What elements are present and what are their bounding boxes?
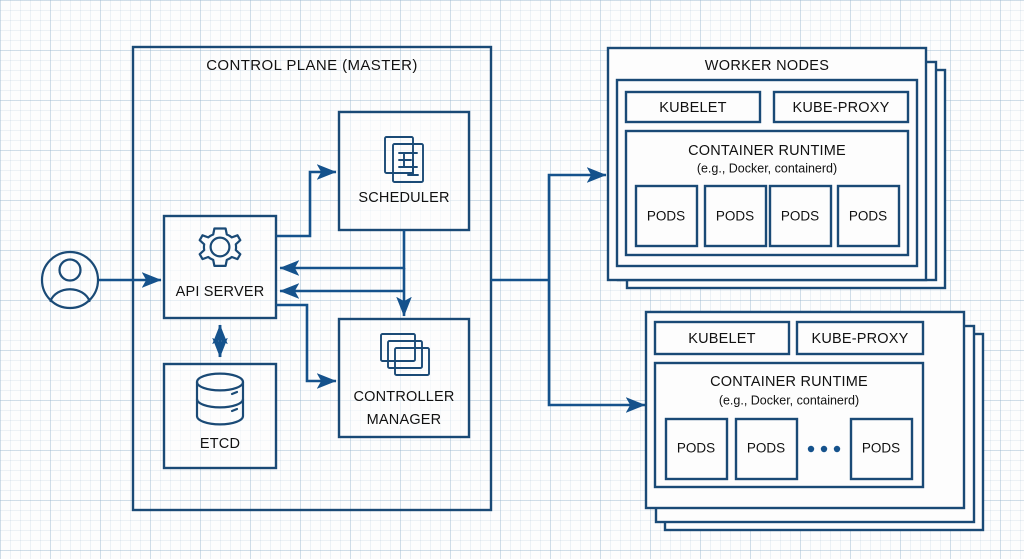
connector-api-server-to-scheduler: [276, 164, 337, 238]
pod-box[interactable]: PODS: [734, 417, 799, 481]
kube-proxy-label: KUBE-PROXY: [792, 100, 889, 116]
pod-label: PODS: [677, 441, 715, 456]
container-runtime-title: CONTAINER RUNTIME: [688, 143, 846, 159]
controller-manager-label-line2: MANAGER: [367, 412, 442, 428]
etcd-label: ETCD: [200, 436, 240, 452]
pods-ellipsis: [807, 445, 841, 453]
container-runtime-box-top[interactable]: CONTAINER RUNTIME (e.g., Docker, contain…: [624, 129, 910, 257]
pod-box[interactable]: PODS: [849, 417, 914, 481]
kube-proxy-box-top[interactable]: KUBE-PROXY: [772, 90, 910, 124]
connector-api-server-to-controller-manager-side: [276, 303, 337, 389]
worker-node-inner-frame: [615, 78, 919, 268]
worker-nodes-title: WORKER NODES: [705, 58, 829, 74]
api-server-label: API SERVER: [176, 284, 265, 300]
worker-node-group-top[interactable]: WORKER NODES KUBELET KUBE-PROXY CONTAINE…: [606, 46, 947, 290]
pod-label: PODS: [716, 209, 754, 224]
pod-box[interactable]: PODS: [836, 184, 901, 248]
user-icon: [40, 250, 100, 310]
api-server-node[interactable]: API SERVER: [162, 214, 278, 320]
documents-icon: [384, 136, 424, 183]
kubelet-label: KUBELET: [659, 100, 726, 116]
kube-proxy-box-bottom[interactable]: KUBE-PROXY: [795, 320, 925, 356]
controller-manager-node[interactable]: CONTROLLER MANAGER: [337, 317, 471, 439]
pod-box[interactable]: PODS: [634, 184, 699, 248]
database-icon: [195, 372, 245, 426]
container-runtime-subtitle: (e.g., Docker, containerd): [719, 393, 859, 407]
scheduler-label: SCHEDULER: [358, 190, 449, 206]
kube-proxy-label: KUBE-PROXY: [811, 331, 908, 347]
container-runtime-box-bottom[interactable]: CONTAINER RUNTIME (e.g., Docker, contain…: [653, 361, 925, 489]
etcd-node[interactable]: ETCD: [162, 362, 278, 470]
kubelet-box-top[interactable]: KUBELET: [624, 90, 762, 124]
connector-control-plane-to-workers: [491, 167, 646, 413]
pod-label: PODS: [747, 441, 785, 456]
container-runtime-subtitle: (e.g., Docker, containerd): [697, 161, 837, 175]
pod-label: PODS: [781, 209, 819, 224]
pod-label: PODS: [647, 209, 685, 224]
worker-node-group-bottom[interactable]: KUBELET KUBE-PROXY CONTAINER RUNTIME (e.…: [644, 310, 985, 532]
scheduler-node[interactable]: SCHEDULER: [337, 110, 471, 232]
kubelet-label: KUBELET: [688, 331, 755, 347]
gear-icon: [198, 227, 242, 267]
control-plane-title: CONTROL PLANE (MASTER): [206, 57, 418, 74]
container-runtime-title: CONTAINER RUNTIME: [710, 374, 868, 390]
pod-label: PODS: [849, 209, 887, 224]
controller-manager-label-line1: CONTROLLER: [353, 389, 454, 405]
pod-box[interactable]: PODS: [664, 417, 729, 481]
control-plane-panel: [131, 45, 493, 512]
pod-box[interactable]: PODS: [703, 184, 768, 248]
stacked-windows-icon: [380, 333, 430, 376]
kubelet-box-bottom[interactable]: KUBELET: [653, 320, 791, 356]
pod-box[interactable]: PODS: [768, 184, 833, 248]
pod-label: PODS: [862, 441, 900, 456]
